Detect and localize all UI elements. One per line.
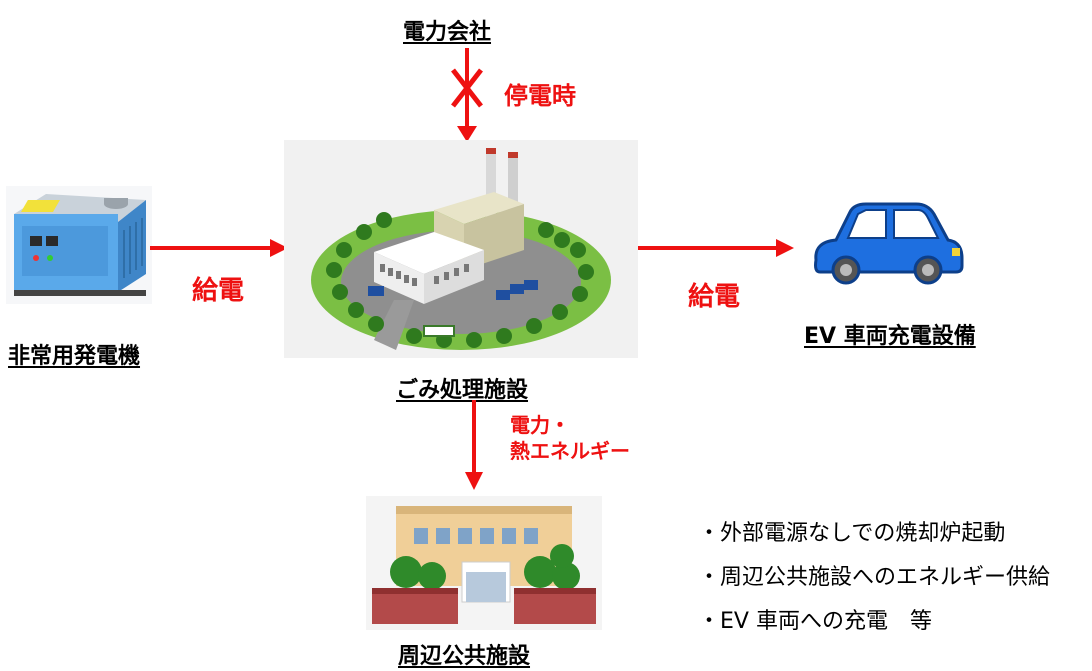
- notes-list: ・外部電源なしでの焼却炉起動 ・周辺公共施設へのエネルギー供給 ・EV 車両への…: [698, 512, 1050, 644]
- supply-label-right: 給電: [688, 282, 741, 312]
- supply-label-left: 給電: [192, 276, 245, 306]
- ev-label: EV 車両充電設備: [804, 324, 976, 349]
- energy-arrow: [465, 400, 483, 490]
- energy-label: 電力・ 熱エネルギー: [510, 412, 630, 464]
- note-item: ・外部電源なしでの焼却炉起動: [698, 521, 1006, 546]
- power-company-label: 電力会社: [403, 20, 492, 45]
- note-item: ・周辺公共施設へのエネルギー供給: [698, 565, 1051, 590]
- blackout-label: 停電時: [504, 82, 576, 110]
- supply-arrow-left: [150, 239, 288, 257]
- blackout-arrow: [451, 48, 483, 142]
- ev-car-icon: [814, 202, 964, 285]
- generator-label: 非常用発電機: [8, 344, 141, 369]
- energy-label-line1: 電力・: [510, 413, 570, 437]
- public-facility-label: 周辺公共施設: [398, 644, 531, 669]
- energy-label-line2: 熱エネルギー: [510, 439, 630, 463]
- note-item: ・EV 車両への充電 等: [698, 609, 932, 634]
- incinerator-facility-icon: [284, 140, 638, 358]
- generator-icon: [6, 186, 152, 304]
- facility-label: ごみ処理施設: [396, 378, 529, 403]
- public-building-icon: [366, 496, 602, 630]
- cross-icon: [451, 68, 483, 108]
- supply-arrow-right: [638, 239, 794, 257]
